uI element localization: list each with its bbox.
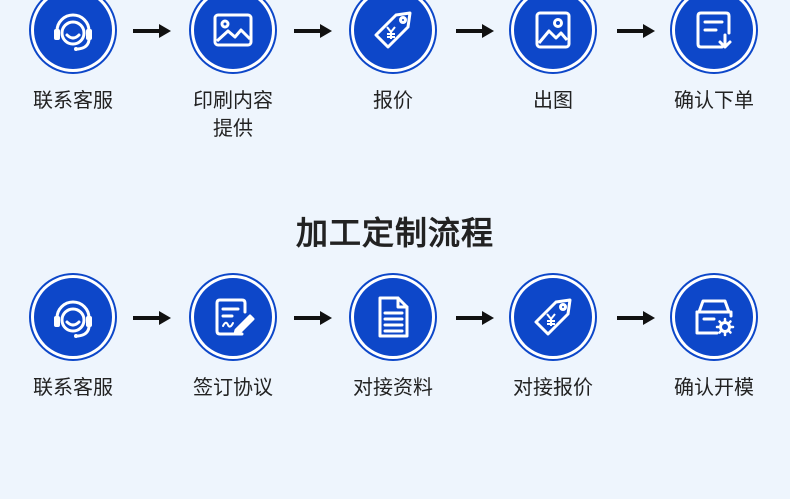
step-icon-circle — [191, 0, 275, 72]
step-provide-print-content: 印刷内容 提供 — [153, 0, 313, 142]
picture-icon — [535, 11, 571, 49]
file-lines-icon — [378, 296, 409, 338]
step-label: 出图 — [533, 88, 573, 112]
step-icon-circle — [672, 275, 756, 359]
headset-icon — [54, 300, 92, 338]
arrow-right-icon — [617, 24, 655, 38]
arrow-right-icon — [133, 311, 171, 325]
step-label: 对接报价 — [513, 375, 593, 399]
step-label: 联系客服 — [33, 88, 113, 112]
headset-icon — [54, 13, 92, 51]
price-tag-icon — [534, 298, 572, 336]
arrow-right-icon — [456, 311, 494, 325]
arrow-right-icon — [294, 24, 332, 38]
step-label: 确认下单 — [674, 88, 754, 112]
step-exchange-materials: 对接资料 — [313, 275, 473, 401]
step-icon-circle — [511, 0, 595, 72]
step-label: 联系客服 — [33, 375, 113, 399]
step-label: 确认开模 — [674, 375, 754, 399]
process-flow-top: 联系客服 印刷内容 提供 报价 — [0, 0, 790, 140]
process-flow-custom: 联系客服 签订协议 对接资料 — [0, 275, 790, 405]
step-label: 对接资料 — [353, 375, 433, 399]
box-gear-icon — [695, 299, 735, 337]
price-tag-icon — [374, 11, 412, 49]
step-icon-circle — [672, 0, 756, 72]
arrow-right-icon — [617, 311, 655, 325]
step-label: 印刷内容 提供 — [193, 88, 273, 140]
step-icon-circle — [351, 0, 435, 72]
arrow-right-icon — [294, 311, 332, 325]
step-output-image: 出图 — [473, 0, 633, 114]
step-label: 报价 — [373, 88, 413, 112]
step-confirm-mold: 确认开模 — [634, 275, 790, 401]
image-icon — [213, 13, 253, 47]
section-title: 加工定制流程 — [295, 214, 494, 252]
step-icon-circle — [31, 0, 115, 72]
step-contact-service: 联系客服 — [0, 0, 153, 114]
step-icon-circle — [191, 275, 275, 359]
step-icon-circle — [351, 275, 435, 359]
arrow-right-icon — [456, 24, 494, 38]
step-exchange-quote: 对接报价 — [473, 275, 633, 401]
sign-document-icon — [215, 298, 255, 336]
step-icon-circle — [511, 275, 595, 359]
step-sign-agreement: 签订协议 — [153, 275, 313, 401]
arrow-right-icon — [133, 24, 171, 38]
step-contact-service: 联系客服 — [0, 275, 153, 401]
step-icon-circle — [31, 275, 115, 359]
step-label: 签订协议 — [193, 375, 273, 399]
step-confirm-order: 确认下单 — [634, 0, 790, 114]
document-download-icon — [696, 11, 732, 49]
step-quote: 报价 — [313, 0, 473, 114]
